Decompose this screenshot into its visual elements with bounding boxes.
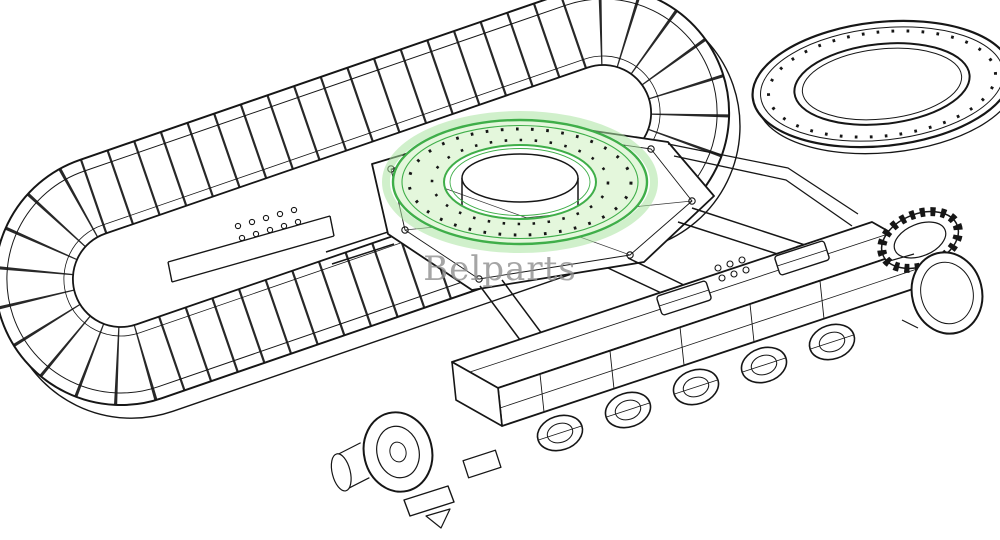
beam-mount-1 — [656, 280, 712, 316]
beam-end-cap — [451, 361, 503, 427]
bolt-cluster-left — [234, 206, 302, 242]
ring-bolt-holes-outer — [407, 127, 633, 237]
drive-drum — [910, 251, 984, 335]
ring-inner-edge — [443, 144, 597, 220]
undercarriage-drawing: Belparts — [0, 0, 1000, 529]
slewing-ring-detached — [751, 19, 1000, 155]
ring-bolt-holes-inner — [430, 138, 610, 226]
spare-ring-outer2 — [760, 26, 1000, 142]
beam-front-line — [499, 267, 921, 409]
roller-bracket — [462, 449, 502, 479]
sprocket-links — [885, 253, 919, 329]
ring-outer-edge — [391, 118, 649, 246]
beam-mount-2 — [774, 240, 830, 276]
ring-inner-edge2 — [449, 148, 591, 216]
spare-ring-inner2 — [801, 47, 963, 121]
front-idler — [330, 411, 434, 493]
spare-ring-inner — [793, 42, 971, 126]
beam-rib-ticks — [539, 280, 825, 413]
track-frame-bar — [167, 215, 335, 283]
idler-brackets — [403, 485, 455, 529]
ring-annulus — [393, 120, 647, 244]
ring-halo — [382, 111, 658, 253]
watermark-text: Belparts — [423, 249, 576, 289]
bolt-cluster-beam — [714, 256, 750, 282]
track-shoes — [0, 0, 730, 405]
ring-outer-edge2 — [401, 124, 639, 240]
slewing-ring-highlighted — [382, 111, 658, 253]
frame-struts — [325, 143, 859, 357]
